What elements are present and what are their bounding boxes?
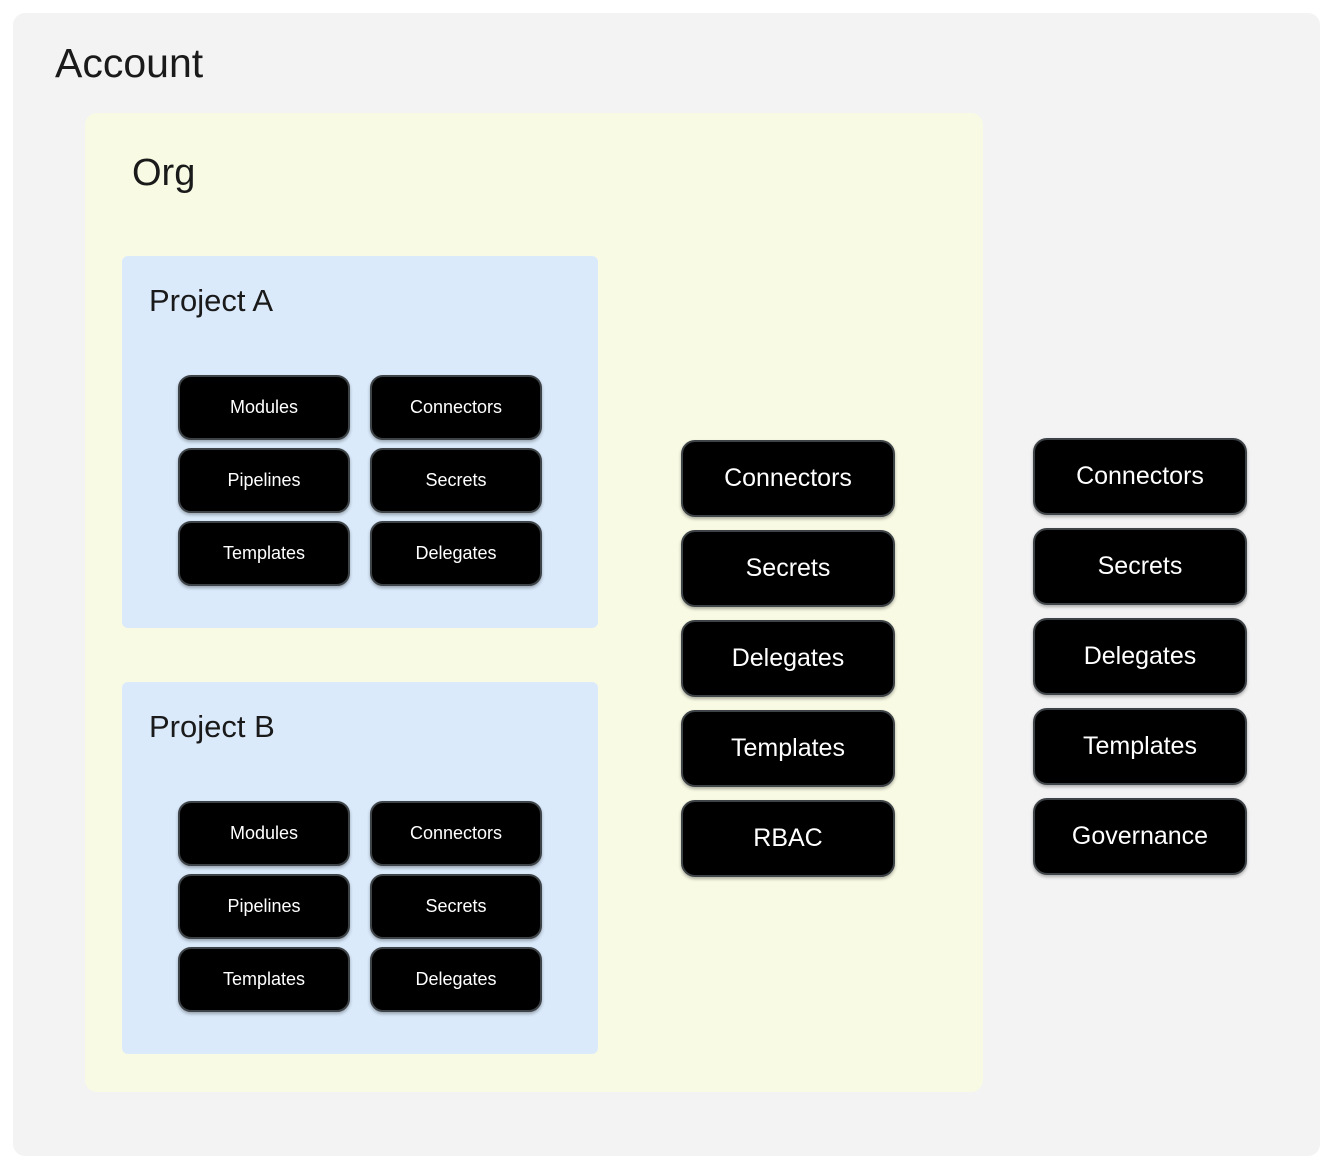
project-a-title: Project A (149, 283, 274, 318)
chip-secrets: Secrets (370, 874, 542, 939)
chip-connectors: Connectors (370, 801, 542, 866)
chip-delegates: Delegates (370, 521, 542, 586)
chip-rbac: RBAC (681, 800, 895, 877)
project-b-title: Project B (149, 709, 275, 744)
account-title: Account (55, 40, 204, 86)
chip-secrets: Secrets (1033, 528, 1247, 605)
chip-delegates: Delegates (681, 620, 895, 697)
chip-secrets: Secrets (370, 448, 542, 513)
chip-connectors: Connectors (1033, 438, 1247, 515)
chip-connectors: Connectors (681, 440, 895, 517)
chip-templates: Templates (1033, 708, 1247, 785)
chip-templates: Templates (178, 947, 350, 1012)
chip-connectors: Connectors (370, 375, 542, 440)
chip-secrets: Secrets (681, 530, 895, 607)
chip-delegates: Delegates (1033, 618, 1247, 695)
org-title: Org (132, 152, 196, 194)
chip-pipelines: Pipelines (178, 448, 350, 513)
chip-delegates: Delegates (370, 947, 542, 1012)
chip-templates: Templates (178, 521, 350, 586)
chip-modules: Modules (178, 801, 350, 866)
chip-modules: Modules (178, 375, 350, 440)
chip-governance: Governance (1033, 798, 1247, 875)
chip-pipelines: Pipelines (178, 874, 350, 939)
chip-templates: Templates (681, 710, 895, 787)
